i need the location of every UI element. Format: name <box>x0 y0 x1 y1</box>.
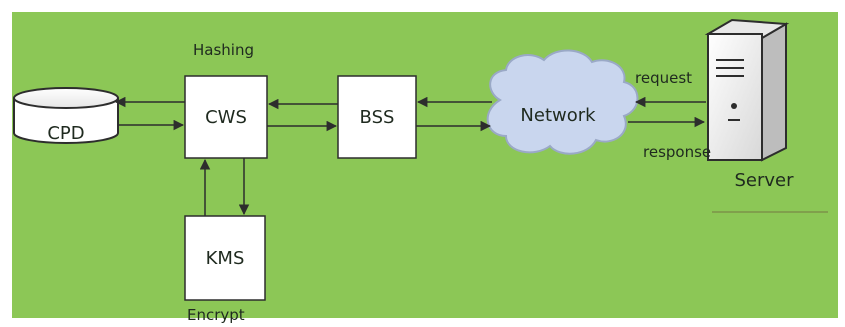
network-cloud: Network <box>486 49 639 155</box>
server-power-button <box>731 103 737 109</box>
server-label: Server <box>734 170 794 191</box>
network-label: Network <box>520 105 596 126</box>
cpd-database: CPD <box>13 87 119 144</box>
bss-box <box>337 75 417 159</box>
kms-box <box>184 215 266 301</box>
kms-label: KMS <box>206 248 245 269</box>
cpd-label: CPD <box>47 123 84 144</box>
request-label: request <box>635 69 692 87</box>
cws-box <box>184 75 268 159</box>
server-icon <box>704 18 790 162</box>
cpd-cylinder-top <box>13 87 119 109</box>
hashing-label: Hashing <box>193 41 254 59</box>
server-side <box>761 22 787 162</box>
cws-label: CWS <box>205 107 247 128</box>
bss-label: BSS <box>360 107 395 128</box>
encrypt-label: Encrypt <box>187 306 245 324</box>
cloud-shape <box>486 49 639 155</box>
server-front <box>707 33 763 161</box>
response-label: response <box>643 143 711 161</box>
cpd-cylinder-body <box>13 98 119 144</box>
diagram-background <box>12 12 838 318</box>
